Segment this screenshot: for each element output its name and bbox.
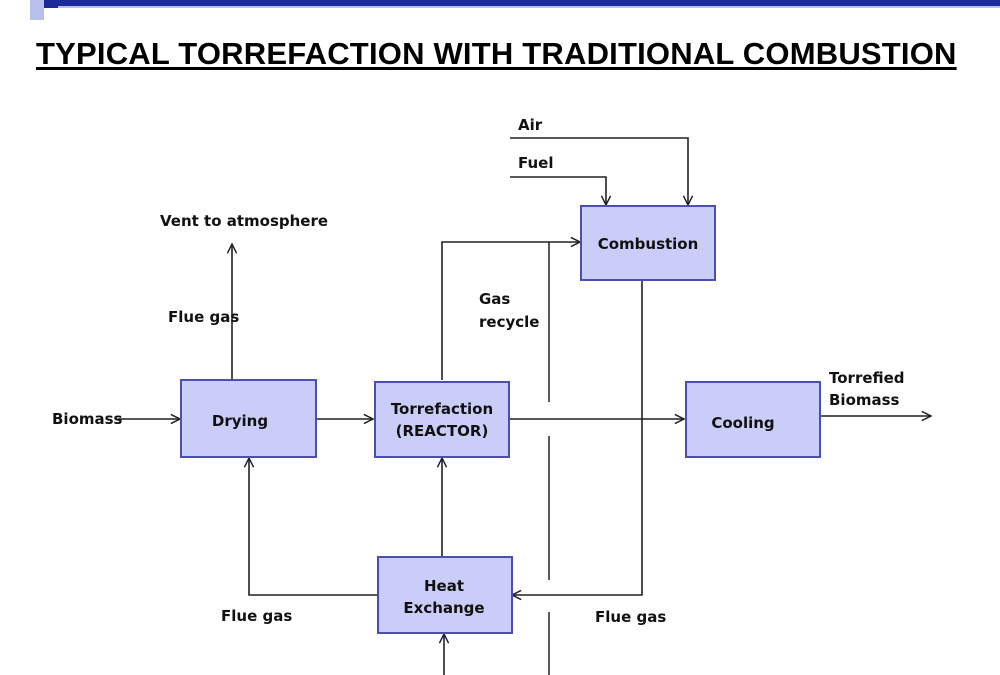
combustion-to-heat-exchange-arrow: [512, 280, 643, 595]
heat-exchange-to-drying-arrow: [249, 458, 378, 596]
gas-recycle-label-line2: recycle: [479, 313, 539, 331]
flue-gas-right-label: Flue gas: [595, 608, 666, 626]
air-label: Air: [518, 116, 543, 134]
cooling-label: Cooling: [711, 414, 774, 432]
combustion-label: Combustion: [598, 235, 699, 253]
drying-box: Drying: [180, 379, 317, 458]
fuel-to-combustion-arrow: [510, 176, 606, 205]
torrefied-biomass-label-line2: Biomass: [829, 391, 900, 409]
heat-label: Heat: [424, 577, 464, 595]
torrefaction-reactor-box: Torrefaction (REACTOR): [374, 381, 510, 458]
reactor-label: (REACTOR): [396, 422, 489, 440]
corner-decoration: [30, 0, 1000, 20]
torrefied-biomass-label: Torrefied: [829, 369, 905, 387]
drying-label: Drying: [212, 412, 268, 430]
fuel-label: Fuel: [518, 154, 554, 172]
biomass-input-label: Biomass: [52, 410, 123, 428]
torrefaction-label: Torrefaction: [391, 400, 493, 418]
flue-gas-left-label: Flue gas: [221, 607, 292, 625]
combustion-box: Combustion: [580, 205, 716, 281]
connectors: [118, 137, 931, 675]
exchange-label: Exchange: [403, 599, 484, 617]
heat-exchange-box: Heat Exchange: [377, 556, 513, 634]
gas-recycle-arrow: [441, 242, 580, 380]
vent-to-atmosphere-label: Vent to atmosphere: [160, 212, 328, 230]
gas-recycle-label: Gas: [479, 290, 510, 308]
flue-gas-top-label: Flue gas: [168, 308, 239, 326]
air-to-combustion-arrow: [510, 137, 688, 205]
cooling-box: Cooling: [685, 381, 821, 458]
page-title: TYPICAL TORREFACTION WITH TRADITIONAL CO…: [36, 36, 957, 71]
